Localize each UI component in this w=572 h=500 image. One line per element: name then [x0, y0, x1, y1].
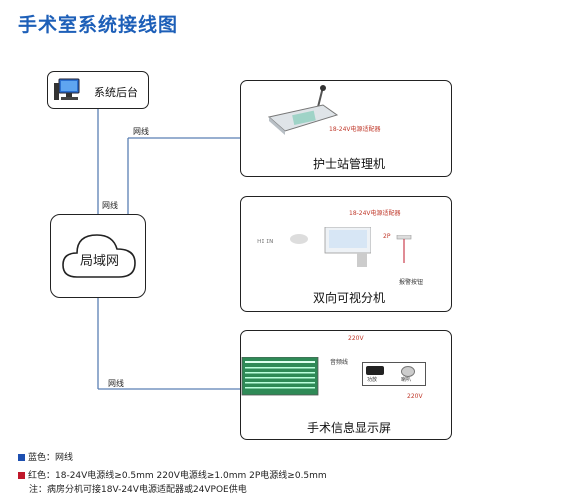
nurse-station-device-icon [267, 85, 339, 135]
legend-red-label: 红色：18-24V电源线≥0.5mm 220V电源线≥1.0mm 2P电源线≥0… [28, 471, 327, 481]
computer-icon [54, 78, 80, 100]
wire-label: 网线 [108, 379, 124, 388]
display-screen-icon [241, 357, 319, 396]
legend-blue: 蓝色：网线 [18, 450, 73, 463]
speaker-label: 喇叭 [401, 377, 412, 383]
amp-speaker-unit: 功放 喇叭 [362, 362, 426, 386]
wire-label: 网线 [102, 201, 118, 210]
intercom-box: ʜɪ ɪɴ 18-24V电源适配器 2P 报警按钮 双向可视分机 [240, 196, 452, 312]
backend-box: 系统后台 [47, 71, 149, 109]
lan-box: 局域网 [50, 214, 146, 298]
backend-label: 系统后台 [94, 86, 138, 99]
legend-note: 注：病房分机可接18V-24V电源适配器或24VPOE供电 [29, 485, 247, 495]
svg-text:ʜɪ ɪɴ: ʜɪ ɪɴ [257, 237, 273, 245]
nurse-station-label: 护士站管理机 [313, 157, 386, 171]
nurse-station-box: 18-24V电源适配器 护士站管理机 [240, 80, 452, 177]
page-title: 手术室系统接线图 [18, 14, 179, 36]
wire-label: 网线 [133, 127, 149, 136]
display-box: 音频线 220V 2P 功放 喇叭 220V 手术信息显示屏 [240, 330, 452, 440]
blue-swatch [18, 454, 25, 461]
display-label: 手术信息显示屏 [307, 421, 392, 435]
nurse-adapter-label: 18-24V电源适配器 [329, 126, 381, 133]
intercom-label: 双向可视分机 [313, 291, 386, 305]
intercom-adapter-label: 18-24V电源适配器 [349, 210, 401, 217]
intercom-device-icon: ʜɪ ɪɴ [257, 227, 371, 267]
display-220v-label: 220V [348, 335, 364, 342]
alarm-button-icon [396, 235, 412, 263]
lan-label: 局域网 [80, 254, 120, 269]
legend-blue-label: 蓝色：网线 [28, 453, 74, 463]
amp-device-icon [366, 366, 384, 375]
alarm-label: 报警按钮 [399, 279, 424, 286]
red-swatch [18, 472, 25, 479]
legend-red: 红色：18-24V电源线≥0.5mm 220V电源线≥1.0mm 2P电源线≥0… [18, 468, 327, 481]
amp-220v-label: 220V [407, 393, 423, 400]
amp-label: 功放 [367, 377, 378, 383]
sound-label: 音频线 [330, 359, 349, 366]
intercom-2p-label: 2P [383, 233, 391, 240]
cloud-icon [62, 234, 136, 278]
speaker-icon [401, 366, 415, 377]
